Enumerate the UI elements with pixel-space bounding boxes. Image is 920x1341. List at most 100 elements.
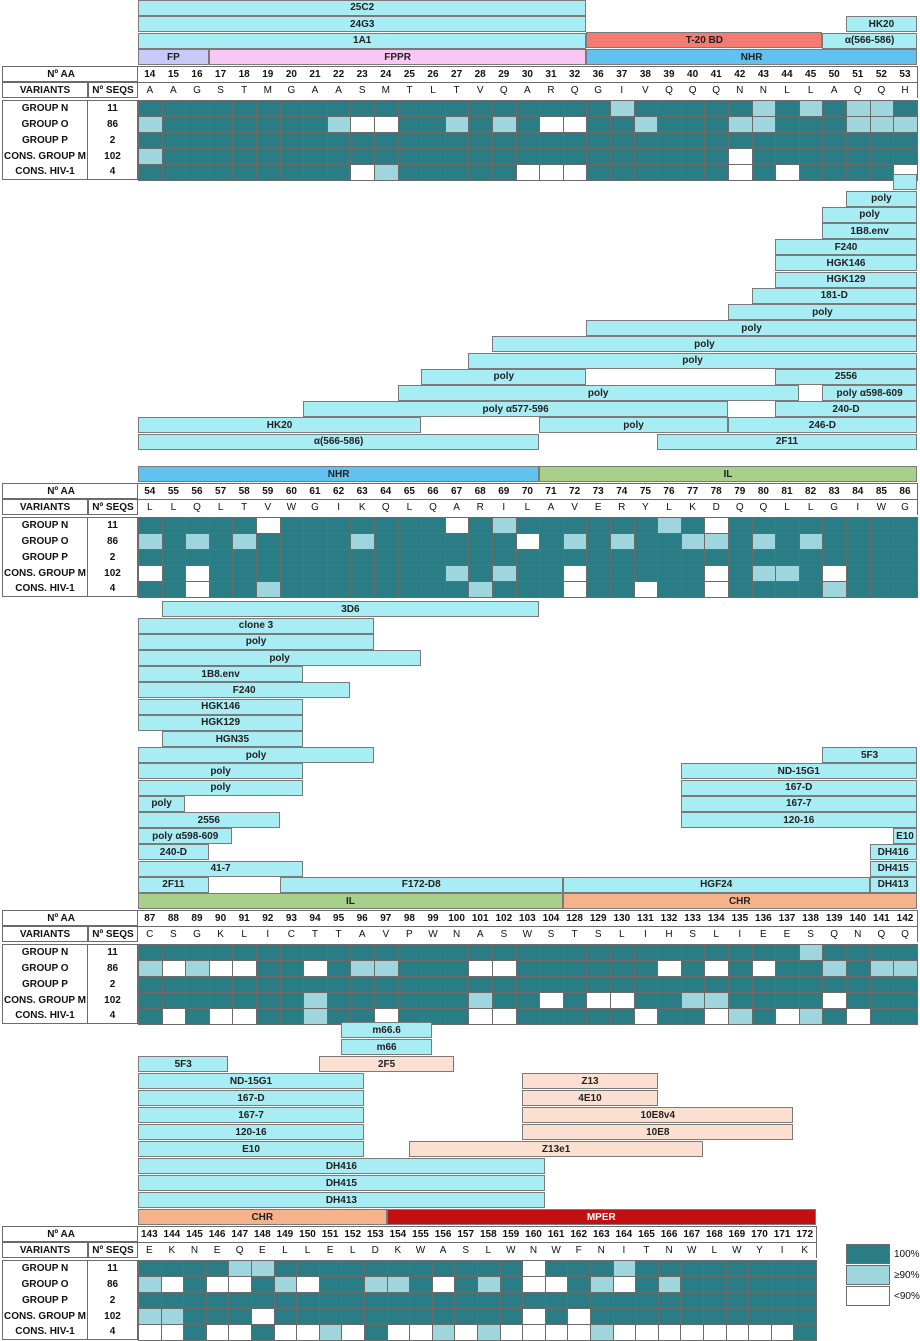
antibody-bar: Z13e1 (409, 1141, 703, 1157)
aa-position: 56 (191, 485, 203, 497)
residue: W (551, 1244, 561, 1256)
conservation-cell (539, 992, 564, 1009)
residue: L (784, 501, 790, 513)
conservation-cell (751, 960, 777, 977)
conservation-cell (586, 549, 611, 566)
residue: Q (830, 928, 839, 940)
conservation-cell (728, 976, 753, 993)
conservation-cell (185, 132, 210, 149)
antibody-bar: DH415 (138, 1175, 545, 1191)
group-seq-count: 102 (88, 992, 138, 1008)
residue: S (170, 928, 177, 940)
conservation-cell (341, 1260, 365, 1277)
conservation-cell (318, 1308, 343, 1325)
conservation-cell (680, 100, 706, 117)
conservation-cell (704, 565, 729, 582)
conservation-cell (610, 1008, 635, 1025)
header-rule (816, 1226, 817, 1258)
conservation-cell (680, 581, 706, 598)
header-rule (138, 926, 917, 927)
conservation-cell (539, 164, 564, 181)
conservation-cell (751, 100, 777, 117)
conservation-cell (303, 992, 328, 1009)
conservation-cell (846, 976, 871, 993)
residue: Q (735, 501, 744, 513)
group-seq-count: 4 (88, 164, 138, 180)
conservation-cell (444, 944, 470, 961)
conservation-cell (725, 1324, 750, 1341)
conservation-cell (633, 148, 659, 165)
conservation-cell (454, 1292, 478, 1309)
conservation-cell (610, 976, 635, 993)
aa-position: 137 (778, 912, 796, 924)
conservation-cell (444, 164, 470, 181)
conservation-cell (748, 1324, 772, 1341)
conservation-cell (704, 100, 729, 117)
conservation-cell (444, 533, 470, 550)
group-label: GROUP O (2, 533, 88, 549)
residue: Y (756, 1244, 763, 1256)
antibody-bar: 2F11 (657, 433, 917, 450)
residue: N (759, 84, 767, 96)
conservation-cell (893, 100, 918, 117)
conservation-cell (350, 164, 375, 181)
conservation-cell (703, 1260, 727, 1277)
conservation-cell (539, 960, 564, 977)
conservation-cell (770, 1292, 795, 1309)
aa-position: 94 (309, 912, 321, 924)
conservation-cell (256, 1008, 281, 1025)
conservation-cell (205, 1260, 230, 1277)
conservation-cell (499, 1276, 524, 1293)
residue: T (571, 928, 578, 940)
conservation-cell (397, 944, 423, 961)
conservation-cell (208, 976, 234, 993)
group-seq-count: 102 (88, 148, 138, 164)
residue: A (311, 84, 319, 96)
conservation-cell (680, 1324, 704, 1341)
conservation-cell (728, 565, 753, 582)
conservation-cell (657, 116, 682, 133)
conservation-cell (562, 1008, 588, 1025)
conservation-cell (798, 148, 824, 165)
aa-position: 83 (828, 485, 840, 497)
group-label: CONS. GROUP M (2, 148, 88, 164)
conservation-cell (657, 517, 682, 534)
conservation-cell (256, 517, 281, 534)
conservation-cell (161, 549, 187, 566)
antibody-bar: 2F11 (138, 876, 209, 893)
aa-position: 162 (570, 1228, 588, 1240)
aa-position: 156 (434, 1228, 452, 1240)
conservation-cell (374, 517, 399, 534)
conservation-cell (748, 1260, 772, 1277)
conservation-cell (499, 1260, 524, 1277)
conservation-cell (279, 944, 305, 961)
residue: Q (570, 84, 579, 96)
aa-position: 75 (639, 485, 651, 497)
conservation-cell (444, 549, 470, 566)
aa-position: 24 (380, 68, 392, 80)
conservation-cell (725, 1308, 750, 1325)
conservation-cell (232, 148, 257, 165)
conservation-cell (279, 1008, 305, 1025)
conservation-cell (161, 100, 187, 117)
residue: L (524, 501, 531, 513)
antibody-bar: HGK146 (138, 698, 304, 715)
conservation-cell (160, 1292, 185, 1309)
conservation-cell (869, 581, 895, 598)
conservation-cell (256, 565, 281, 582)
conservation-cell (138, 100, 163, 117)
conservation-cell (635, 1308, 659, 1325)
conservation-cell (610, 517, 635, 534)
conservation-cell (208, 549, 234, 566)
antibody-bar: poly (492, 336, 917, 353)
conservation-cell (232, 1008, 257, 1025)
region-il: IL (138, 893, 563, 909)
residue: V (264, 501, 272, 513)
conservation-cell (822, 164, 847, 181)
aa-position: 63 (356, 485, 368, 497)
aa-position: 135 (731, 912, 749, 924)
conservation-cell (680, 148, 706, 165)
residue: Q (712, 84, 721, 96)
group-seq-count: 4 (88, 1008, 138, 1024)
conservation-cell (256, 100, 281, 117)
